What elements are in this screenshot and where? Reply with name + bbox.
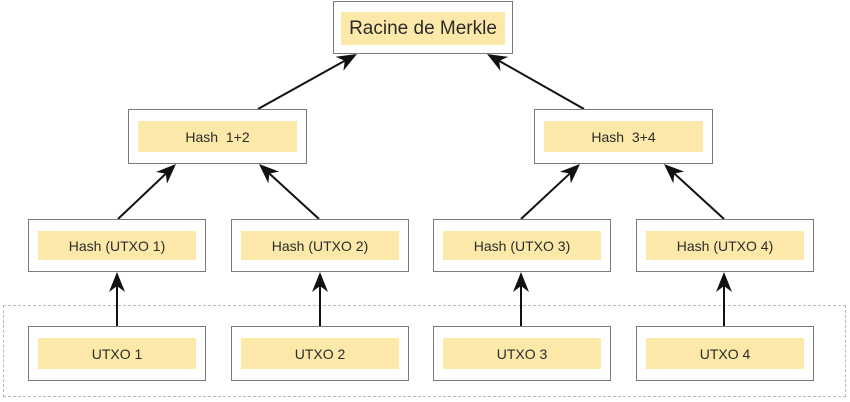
- edge-line-hu1-to-h12: [117, 172, 167, 220]
- hash-3-4-node: Hash 3+4: [534, 109, 713, 164]
- hash-utxo-1-label: Hash (UTXO 1): [38, 231, 196, 260]
- utxo-2-label: UTXO 2: [241, 338, 399, 369]
- utxo-4-label: UTXO 4: [646, 338, 804, 369]
- hash-utxo-1-node: Hash (UTXO 1): [28, 219, 206, 272]
- edge-line-h12-to-root: [257, 59, 346, 110]
- arrowhead-icon: [335, 54, 357, 71]
- hash-1-2-label: Hash 1+2: [138, 121, 297, 152]
- hash-1-2-node: Hash 1+2: [128, 109, 307, 164]
- hash-utxo-3-label: Hash (UTXO 3): [443, 231, 601, 260]
- merkle-root-node: Racine de Merkle: [333, 1, 513, 54]
- arrowhead-icon: [664, 164, 685, 184]
- arrowhead-icon: [487, 54, 509, 71]
- hash-utxo-4-node: Hash (UTXO 4): [636, 219, 814, 272]
- arrowhead-icon: [513, 272, 529, 292]
- hash-utxo-4-label: Hash (UTXO 4): [646, 231, 804, 260]
- utxo-3-label: UTXO 3: [443, 338, 601, 369]
- hash-utxo-2-node: Hash (UTXO 2): [231, 219, 409, 272]
- hash-utxo-2-label: Hash (UTXO 2): [241, 231, 399, 260]
- edge-line-hu4-to-h34: [673, 172, 725, 220]
- arrowhead-icon: [109, 272, 125, 292]
- arrowhead-icon: [716, 272, 732, 292]
- arrowhead-icon: [312, 272, 328, 292]
- arrowhead-icon: [559, 164, 580, 184]
- edge-line-hu3-to-h34: [520, 172, 571, 220]
- merkle-root-label: Racine de Merkle: [341, 12, 505, 45]
- edge-line-h34-to-root: [498, 60, 585, 110]
- hash-utxo-3-node: Hash (UTXO 3): [433, 219, 611, 272]
- arrowhead-icon: [259, 164, 280, 184]
- utxo-3-node: UTXO 3: [433, 326, 611, 381]
- utxo-1-node: UTXO 1: [28, 326, 206, 381]
- utxo-2-node: UTXO 2: [231, 326, 409, 381]
- utxo-group-boundary: [3, 305, 846, 397]
- hash-3-4-label: Hash 3+4: [544, 121, 703, 152]
- utxo-4-node: UTXO 4: [636, 326, 814, 381]
- edge-line-hu2-to-h12: [268, 172, 320, 220]
- utxo-1-label: UTXO 1: [38, 338, 196, 369]
- arrowhead-icon: [155, 164, 176, 184]
